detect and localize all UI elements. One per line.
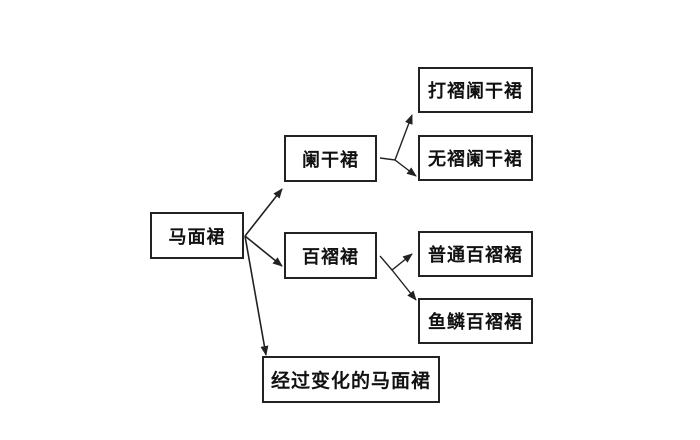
- node-leaf-pleated-lan-label: 打褶阑干裙: [428, 81, 523, 102]
- node-root: 马面裙: [150, 212, 244, 259]
- node-leaf-fishscale-bai-label: 鱼鳞百褶裙: [428, 312, 523, 333]
- arrow-root-to-variant: [244, 235, 269, 356]
- node-lan-gan-qun-label: 阑干裙: [302, 149, 359, 171]
- arrow-bai-to-b2: [391, 269, 417, 301]
- node-bai-zhe-qun-label: 百褶裙: [302, 246, 359, 268]
- node-variant-label: 经过变化的马面裙: [270, 370, 431, 392]
- node-leaf-unpleated-lan-label: 无褶阑干裙: [428, 149, 523, 170]
- node-variant: 经过变化的马面裙: [262, 356, 440, 403]
- arrow-root-to-bai: [244, 235, 283, 267]
- node-leaf-ordinary-bai: 普通百褶裙: [418, 231, 533, 277]
- arrow-lan-to-l1: [379, 114, 413, 161]
- node-leaf-fishscale-bai: 鱼鳞百褶裙: [418, 298, 533, 344]
- node-bai-zhe-qun: 百褶裙: [284, 232, 377, 279]
- arrow-root-to-lan: [244, 188, 283, 237]
- node-root-label: 马面裙: [168, 226, 226, 248]
- arrow-lan-to-l2: [394, 159, 417, 177]
- node-leaf-ordinary-bai-label: 普通百褶裙: [428, 245, 523, 266]
- node-lan-gan-qun: 阑干裙: [284, 135, 377, 182]
- node-leaf-pleated-lan: 打褶阑干裙: [418, 67, 533, 113]
- arrow-bai-to-b1: [379, 253, 413, 271]
- node-leaf-unpleated-lan: 无褶阑干裙: [418, 135, 533, 181]
